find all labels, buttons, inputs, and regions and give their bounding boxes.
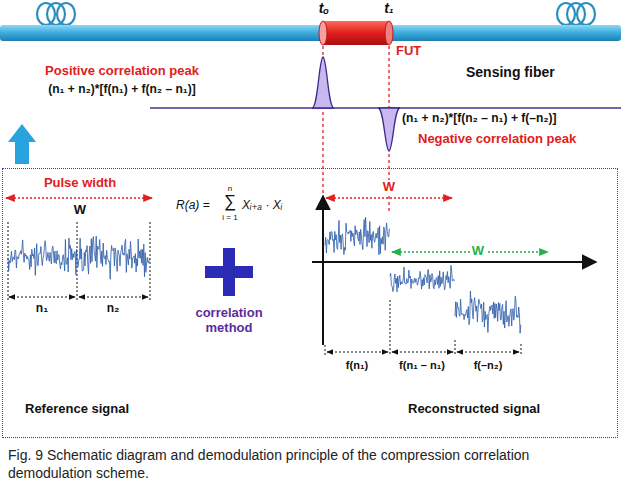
segment-label: f(n₁ – n₁) [399,359,445,372]
n-arrow [9,296,75,297]
n-arrow [79,296,148,297]
axis [312,261,596,263]
formula-part: i = 1 [222,213,237,222]
noise-signals [8,217,521,333]
fut-segment [323,21,389,45]
peak-label: Negative correlation peak [418,132,576,147]
plus-sign [205,248,253,296]
width-symbol: W [381,180,397,195]
panel-title: Reference signal [25,401,129,416]
up-arrow [8,124,36,164]
method-label: correlation method [181,306,277,336]
sensing-fiber [0,25,621,41]
negative-peak [378,108,400,151]
figure-caption: Fig. 9 Schematic diagram and demodulatio… [8,446,608,482]
formula-part: ∑ [224,192,236,212]
segment-label: n₂ [107,302,120,316]
peak-formula: (n₁ + n₂)*[f(n₁) + f(n₂ – n₁)] [48,83,196,97]
time-mark: t₁ [384,0,394,16]
formula-part: n [228,184,232,193]
formula-part: Xᵢ₊ₐ · Xᵢ [242,199,282,213]
segment-guides [8,222,150,300]
fiber-coils [37,3,595,25]
noise-trace [325,217,389,255]
peak-label: Positive correlation peak [45,64,199,79]
time-mark: tₒ [319,0,330,16]
fut-end [319,21,327,45]
fiber-label: Sensing fiber [466,64,555,80]
segment-guides [325,300,521,355]
width-arrow [326,197,452,198]
width-symbol: W [470,244,486,259]
f-arrow [457,351,519,352]
formula-part: R(a) = [176,199,210,213]
f-arrow [392,351,453,352]
demodulation-panel: Reference signal Reconstructed signal [2,168,618,438]
width-arrow [6,197,152,198]
peak-formula: (n₁ + n₂)*[f(n₂ – n₁) + f(–n₂)] [402,112,557,126]
fut-end [385,21,393,45]
noise-trace [455,291,521,333]
width-label: Pulse width [44,176,116,191]
positive-peak [312,57,334,108]
segment-label: n₁ [36,302,48,316]
segment-label: f(–n₂) [474,359,503,372]
segment-label: f(n₁) [346,359,368,372]
fut-label: FUT [396,44,421,59]
panel-title: Reconstructed signal [408,401,540,416]
noise-trace [8,236,149,279]
f-arrow [327,351,388,352]
axis [322,196,324,345]
noise-trace [390,265,454,291]
width-symbol: W [74,203,86,218]
